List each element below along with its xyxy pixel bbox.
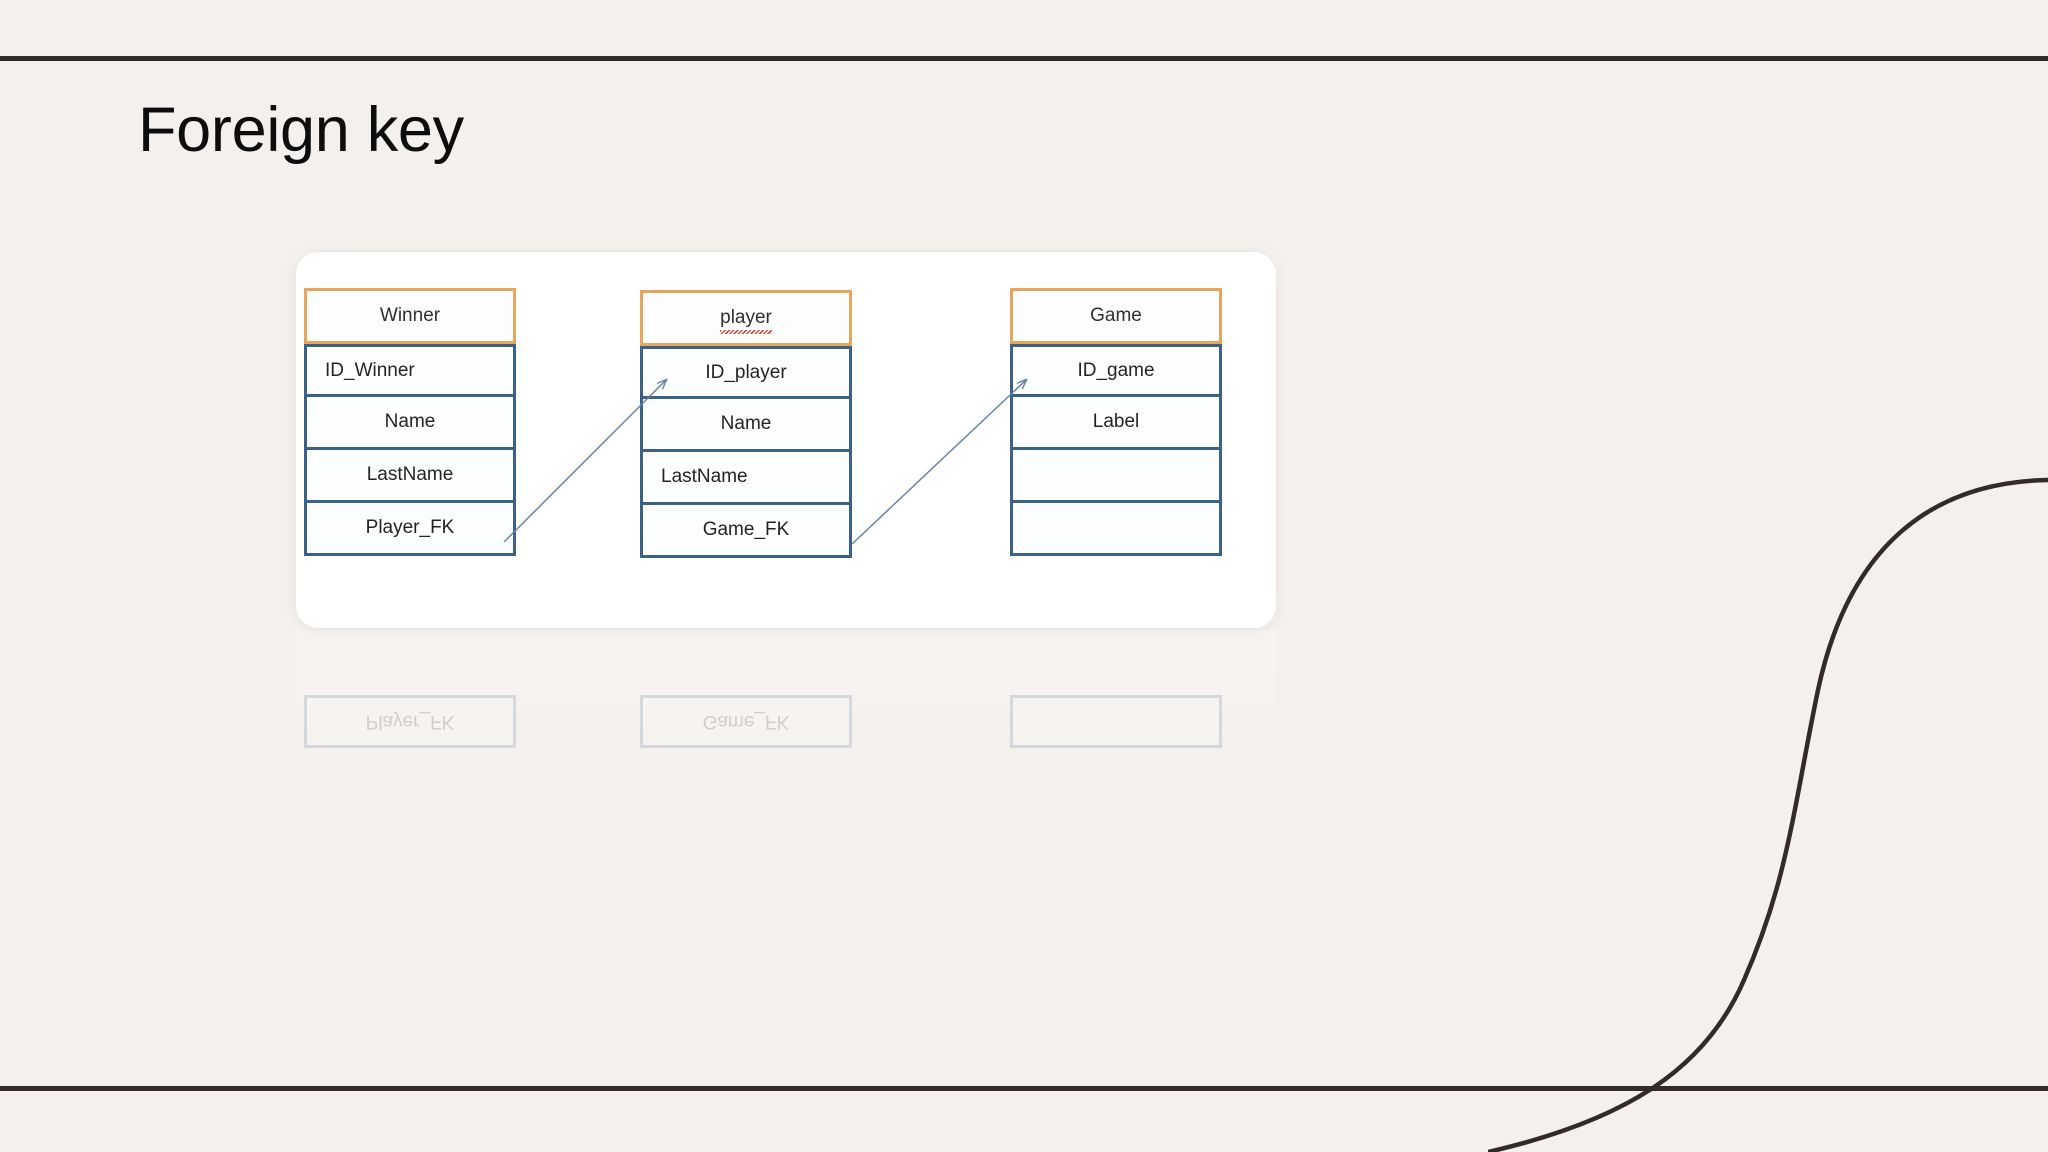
er-field-lastname[interactable]: LastName	[640, 452, 852, 505]
er-table-header-winner: Winner	[304, 288, 516, 344]
er-table-winner[interactable]: Winner ID_Winner Name LastName Player_FK	[304, 288, 516, 556]
slide-bottom-rule	[0, 1086, 2048, 1091]
er-field-name[interactable]: Name	[640, 399, 852, 452]
card-reflection	[296, 630, 1276, 760]
er-table-header-game: Game	[1010, 288, 1222, 344]
er-field-id-game[interactable]: ID_game	[1010, 344, 1222, 397]
er-table-name: Winner	[379, 305, 441, 326]
er-field-empty-1[interactable]	[1010, 450, 1222, 503]
er-table-name: Game	[1090, 305, 1142, 326]
er-field-id-winner[interactable]: ID_Winner	[304, 344, 516, 397]
er-table-name: player	[720, 307, 772, 334]
er-field-player-fk[interactable]: Player_FK	[304, 503, 516, 556]
er-field-lastname[interactable]: LastName	[304, 450, 516, 503]
er-field-name[interactable]: Name	[304, 397, 516, 450]
er-field-empty-2[interactable]	[1010, 503, 1222, 556]
er-table-player[interactable]: player ID_player Name LastName Game_FK	[640, 290, 852, 558]
er-field-game-fk[interactable]: Game_FK	[640, 505, 852, 558]
er-field-id-player[interactable]: ID_player	[640, 346, 852, 399]
decorative-curve	[1488, 477, 2048, 1152]
page-title: Foreign key	[138, 95, 464, 165]
er-field-label[interactable]: Label	[1010, 397, 1222, 450]
er-table-game[interactable]: Game ID_game Label	[1010, 288, 1222, 556]
er-table-header-player: player	[640, 290, 852, 346]
slide-top-rule	[0, 56, 2048, 61]
